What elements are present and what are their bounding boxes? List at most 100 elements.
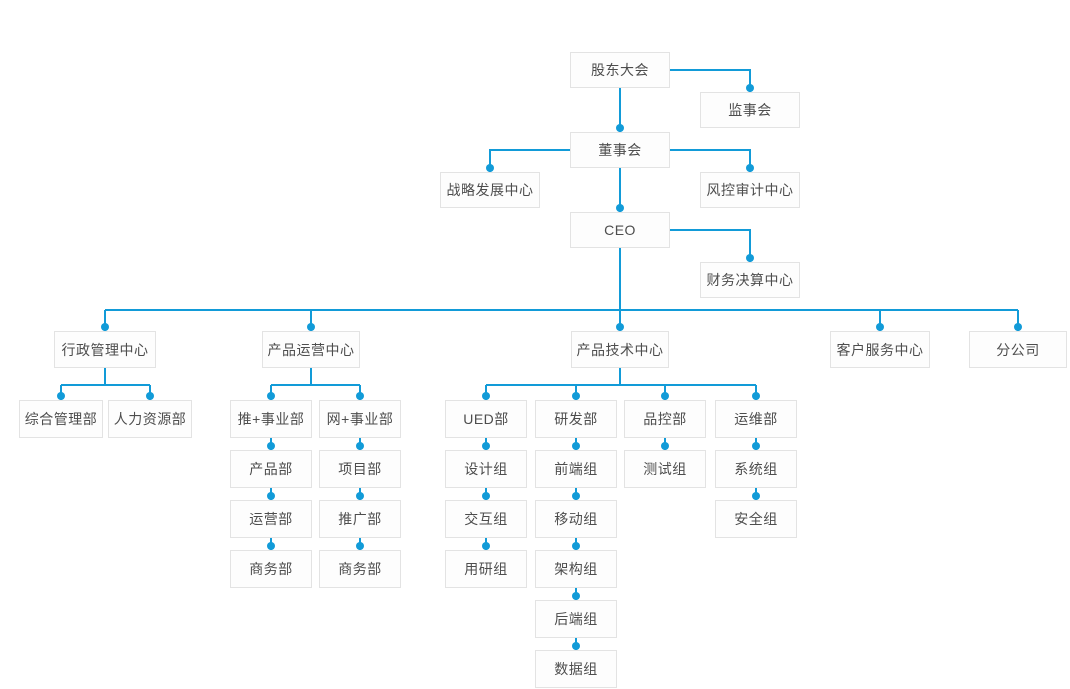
org-node-label: 设计组 xyxy=(464,461,508,477)
connector-dot-product-ops-center xyxy=(307,323,315,331)
org-node-label: 产品运营中心 xyxy=(267,341,355,358)
org-node-label: 客户服务中心 xyxy=(836,341,924,358)
org-node-label: 数据组 xyxy=(554,661,598,677)
connector-dot-design-group xyxy=(482,442,490,450)
connector-dot-user-research-group xyxy=(482,542,490,550)
org-node-board-of-directors: 董事会 xyxy=(570,132,670,168)
org-node-label: 推广部 xyxy=(338,511,382,527)
org-node-architecture-group: 架构组 xyxy=(535,550,617,588)
org-node-label: 品控部 xyxy=(643,411,687,427)
org-node-label: 商务部 xyxy=(249,561,293,577)
connector-dot-frontend-group xyxy=(572,442,580,450)
org-node-label: 运营部 xyxy=(249,511,293,527)
org-node-label: 项目部 xyxy=(338,461,382,477)
org-node-label: 推+事业部 xyxy=(237,411,305,427)
connector-dot-strategy-center xyxy=(486,164,494,172)
org-node-label: 网+事业部 xyxy=(326,411,394,427)
org-node-shareholders: 股东大会 xyxy=(570,52,670,88)
connector-dot-ops-maintenance-dept xyxy=(752,392,760,400)
org-node-label: 安全组 xyxy=(734,511,778,527)
connector-dot-architecture-group xyxy=(572,542,580,550)
org-node-label: 商务部 xyxy=(338,561,382,577)
connector-dot-admin-center xyxy=(101,323,109,331)
org-node-label: 运维部 xyxy=(734,411,778,427)
org-node-label: 后端组 xyxy=(554,611,598,627)
connector-dot-backend-group xyxy=(572,592,580,600)
org-node-label: 产品部 xyxy=(249,461,293,477)
org-node-finance-center: 财务决算中心 xyxy=(700,262,800,298)
connector-dot-customer-service-center xyxy=(876,323,884,331)
org-node-label: 移动组 xyxy=(554,511,598,527)
org-node-qc-dept: 品控部 xyxy=(624,400,706,438)
org-node-strategy-center: 战略发展中心 xyxy=(440,172,540,208)
org-node-interaction-group: 交互组 xyxy=(445,500,527,538)
org-node-customer-service-center: 客户服务中心 xyxy=(830,331,930,368)
org-node-product-tech-center: 产品技术中心 xyxy=(571,331,669,368)
connector-dot-business-dept-2 xyxy=(356,542,364,550)
org-node-data-group: 数据组 xyxy=(535,650,617,688)
connector-dot-ceo xyxy=(616,204,624,212)
org-node-tui-division: 推+事业部 xyxy=(230,400,312,438)
org-node-business-dept-2: 商务部 xyxy=(319,550,401,588)
connector-dot-security-group xyxy=(752,492,760,500)
org-node-hr-dept: 人力资源部 xyxy=(108,400,192,438)
org-node-label: 用研组 xyxy=(464,561,508,577)
org-node-branch-company: 分公司 xyxy=(969,331,1067,368)
org-node-product-ops-center: 产品运营中心 xyxy=(262,331,360,368)
connector-dot-risk-audit-center xyxy=(746,164,754,172)
connector-dot-mobile-group xyxy=(572,492,580,500)
connector-dot-project-dept xyxy=(356,442,364,450)
connector-dot-data-group xyxy=(572,642,580,650)
org-node-label: 财务决算中心 xyxy=(706,272,794,288)
connector-dot-test-group xyxy=(661,442,669,450)
org-node-product-dept: 产品部 xyxy=(230,450,312,488)
org-node-security-group: 安全组 xyxy=(715,500,797,538)
org-node-ceo: CEO xyxy=(570,212,670,248)
org-node-label: 研发部 xyxy=(554,411,598,427)
connector-dot-finance-center xyxy=(746,254,754,262)
org-node-rd-dept: 研发部 xyxy=(535,400,617,438)
org-node-label: 战略发展中心 xyxy=(446,182,534,198)
connector-dot-system-group xyxy=(752,442,760,450)
org-node-label: UED部 xyxy=(463,411,509,427)
org-node-test-group: 测试组 xyxy=(624,450,706,488)
org-node-label: 产品技术中心 xyxy=(576,341,664,358)
org-node-label: 交互组 xyxy=(464,511,508,527)
connector-dot-rd-dept xyxy=(572,392,580,400)
connector-dot-hr-dept xyxy=(146,392,154,400)
org-node-project-dept: 项目部 xyxy=(319,450,401,488)
connector-dot-product-tech-center xyxy=(616,323,624,331)
connector-dot-tui-division xyxy=(267,392,275,400)
org-node-general-admin-dept: 综合管理部 xyxy=(19,400,103,438)
org-node-wang-division: 网+事业部 xyxy=(319,400,401,438)
org-node-system-group: 系统组 xyxy=(715,450,797,488)
org-node-ued-dept: UED部 xyxy=(445,400,527,438)
connector-shareholders-supervisory-board xyxy=(670,69,751,92)
connector-dot-board-of-directors xyxy=(616,124,624,132)
org-node-label: 行政管理中心 xyxy=(61,341,149,358)
org-node-label: 分公司 xyxy=(996,341,1040,358)
connector-ceo-finance-center xyxy=(670,229,751,262)
org-node-backend-group: 后端组 xyxy=(535,600,617,638)
org-node-admin-center: 行政管理中心 xyxy=(54,331,156,368)
org-node-user-research-group: 用研组 xyxy=(445,550,527,588)
org-node-design-group: 设计组 xyxy=(445,450,527,488)
connector-dot-product-dept xyxy=(267,442,275,450)
org-node-mobile-group: 移动组 xyxy=(535,500,617,538)
connector-dot-interaction-group xyxy=(482,492,490,500)
connector-dot-branch-company xyxy=(1014,323,1022,331)
connector-board-of-directors-strategy-center xyxy=(489,149,570,172)
org-node-label: CEO xyxy=(604,222,636,238)
org-node-label: 股东大会 xyxy=(591,62,649,78)
org-node-label: 架构组 xyxy=(554,561,598,577)
org-node-promotion-dept: 推广部 xyxy=(319,500,401,538)
org-node-business-dept-1: 商务部 xyxy=(230,550,312,588)
org-node-label: 风控审计中心 xyxy=(706,182,794,198)
connector-dot-promotion-dept xyxy=(356,492,364,500)
org-node-label: 董事会 xyxy=(598,142,642,158)
connector-dot-operations-dept xyxy=(267,492,275,500)
org-node-label: 人力资源部 xyxy=(113,411,187,427)
org-node-label: 测试组 xyxy=(643,461,687,477)
connector-board-of-directors-risk-audit-center xyxy=(670,149,751,172)
